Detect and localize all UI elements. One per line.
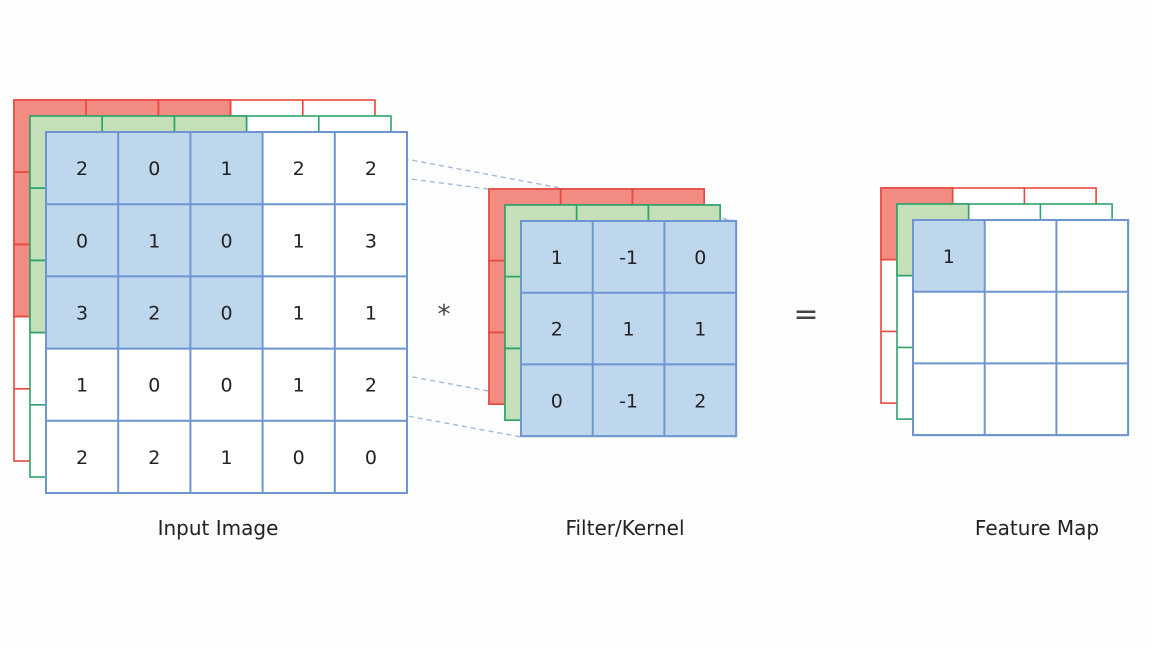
- input-cell-r2c1: 2: [148, 303, 160, 325]
- input-cell-r0c0: 2: [76, 158, 88, 180]
- input-cell-r1c1: 1: [148, 230, 160, 252]
- kernel-cell-r1c2: 1: [694, 319, 706, 341]
- input-image-caption: Input Image: [158, 516, 279, 540]
- input-cell-r4c3: 0: [293, 447, 305, 469]
- multiply-operator: *: [438, 300, 451, 330]
- kernel-blue-channel: 1 -1 0 2 1 1 0 -1 2: [520, 220, 738, 438]
- feature-map-caption: Feature Map: [975, 516, 1099, 540]
- equals-operator: =: [793, 297, 818, 332]
- input-cell-r0c3: 2: [293, 158, 305, 180]
- input-blue-channel: 2 0 1 2 2 0 1 0 1 3 3 2 0 1 1 1 0 0 1 2 2 2 1 0 0: [45, 131, 408, 494]
- input-cell-r4c2: 1: [220, 447, 232, 469]
- filter-kernel-grid: 1 -1 0 2 1 1 0 -1 2: [488, 188, 738, 438]
- input-cell-r3c2: 0: [220, 375, 232, 397]
- kernel-cell-r1c0: 2: [551, 319, 563, 341]
- feature-map-cell-r0c0: 1: [943, 246, 955, 268]
- kernel-cell-r0c2: 0: [694, 247, 706, 269]
- feature-map-grid: 1: [880, 187, 1130, 437]
- input-image-grid: 2 0 1 2 2 0 1 0 1 3 3 2 0 1 1 1 0 0 1 2 2 2 1 0 0: [13, 99, 408, 494]
- input-cell-r2c0: 3: [76, 303, 88, 325]
- input-cell-r2c4: 1: [365, 303, 377, 325]
- input-cell-r1c3: 1: [293, 230, 305, 252]
- input-cell-r0c4: 2: [365, 158, 377, 180]
- kernel-cell-r0c1: -1: [619, 247, 638, 269]
- input-cell-r1c0: 0: [76, 230, 88, 252]
- filter-kernel-caption: Filter/Kernel: [565, 516, 684, 540]
- kernel-cell-r2c1: -1: [619, 390, 638, 412]
- input-cell-r3c3: 1: [293, 375, 305, 397]
- kernel-cell-r1c1: 1: [623, 319, 635, 341]
- input-cell-r0c1: 0: [148, 158, 160, 180]
- kernel-cell-r0c0: 1: [551, 247, 563, 269]
- input-cell-r3c1: 0: [148, 375, 160, 397]
- input-cell-r4c0: 2: [76, 447, 88, 469]
- input-cell-r1c4: 3: [365, 230, 377, 252]
- input-cell-r0c2: 1: [220, 158, 232, 180]
- input-cell-r3c0: 1: [76, 375, 88, 397]
- kernel-cell-r2c2: 2: [694, 390, 706, 412]
- input-cell-r2c3: 1: [293, 303, 305, 325]
- input-cell-r3c4: 2: [365, 375, 377, 397]
- input-cell-r4c1: 2: [148, 447, 160, 469]
- input-cell-r2c2: 0: [220, 303, 232, 325]
- input-cell-r4c4: 0: [365, 447, 377, 469]
- feature-map-blue-channel: 1: [912, 219, 1130, 437]
- kernel-cell-r2c0: 0: [551, 390, 563, 412]
- input-cell-r1c2: 0: [220, 230, 232, 252]
